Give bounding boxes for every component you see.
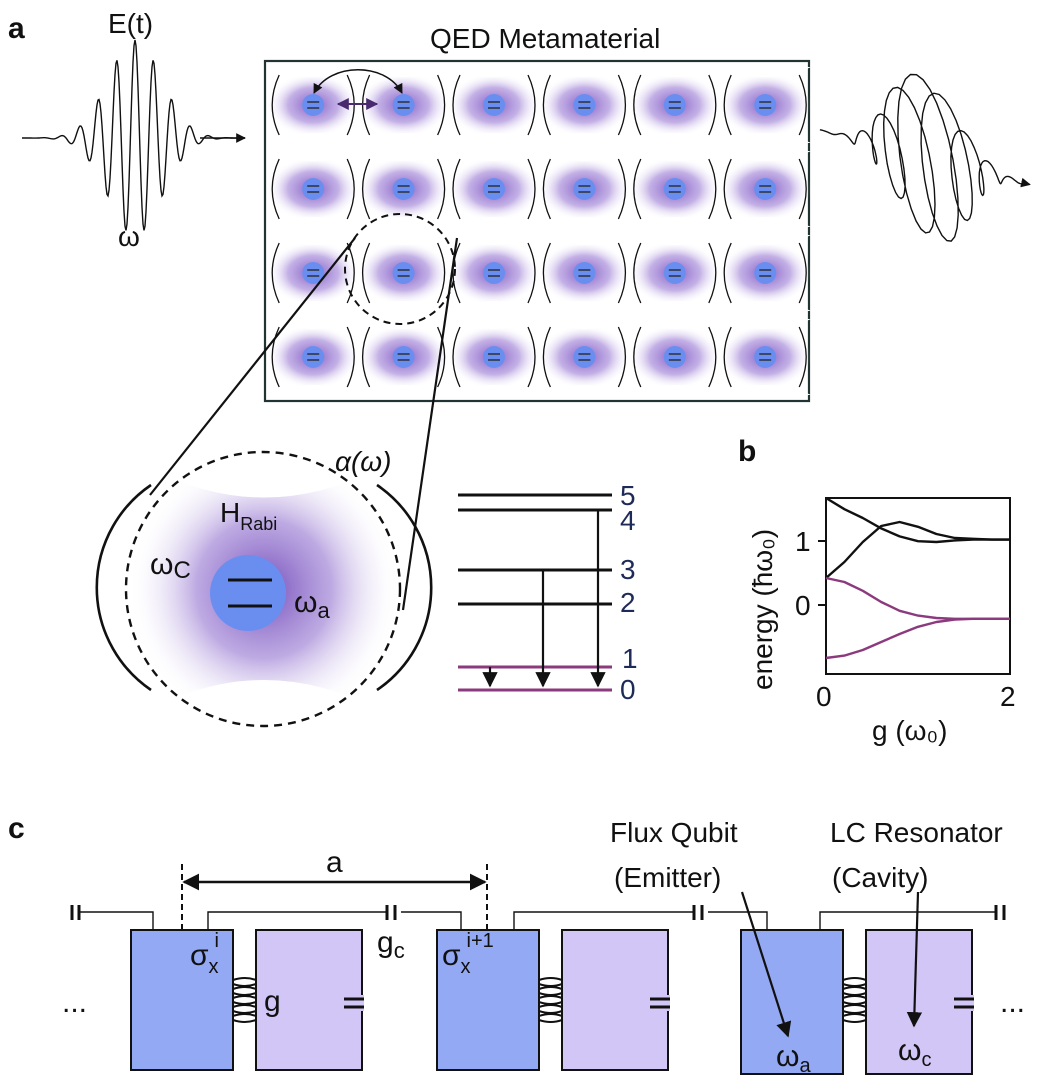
energy-level-curve bbox=[825, 496, 1010, 544]
metamaterial-cell bbox=[267, 151, 360, 227]
metamaterial-cell bbox=[448, 319, 540, 395]
energy-level-curve bbox=[825, 576, 1010, 620]
energy-level-curve bbox=[825, 520, 1010, 579]
outgoing-pulse bbox=[819, 73, 1031, 242]
x-axis-label: g (ω₀) bbox=[872, 715, 947, 746]
lc-resonator-pointer bbox=[906, 891, 923, 1028]
sigma-ip1-label: σxi+1 bbox=[442, 930, 494, 978]
metamaterial-cell bbox=[538, 67, 631, 143]
cavity-frequency-label: ωC bbox=[150, 548, 191, 584]
hamiltonian-label: HRabi bbox=[220, 497, 277, 534]
metamaterial-cell bbox=[628, 319, 721, 395]
grid-title: QED Metamaterial bbox=[430, 23, 660, 54]
x-tick-label-2: 2 bbox=[1000, 681, 1016, 712]
level-label-3: 3 bbox=[620, 554, 636, 585]
top-wiring bbox=[78, 911, 996, 930]
lc-resonator-label-line2: (Cavity) bbox=[832, 862, 928, 893]
metamaterial-cell bbox=[628, 151, 721, 227]
zoom-line-left bbox=[149, 237, 356, 496]
level-label-2: 2 bbox=[620, 587, 636, 618]
level-label-1: 1 bbox=[622, 643, 638, 674]
inductive-coupling-coil bbox=[842, 977, 867, 1023]
magnified-cell-boundary bbox=[124, 450, 402, 728]
metamaterial-cell bbox=[719, 319, 812, 395]
zoom-line-right bbox=[401, 237, 459, 611]
polarizability-label: α(ω) bbox=[335, 446, 391, 477]
panel-a-letter: a bbox=[8, 12, 25, 45]
metamaterial-cell bbox=[448, 151, 540, 227]
metamaterial-cell bbox=[719, 151, 812, 227]
inductive-coupling-coil bbox=[232, 977, 257, 1023]
metamaterial-cell bbox=[267, 319, 360, 395]
metamaterial-cell bbox=[719, 235, 812, 311]
metamaterial-cell bbox=[538, 151, 631, 227]
level-label-5: 5 bbox=[620, 480, 636, 511]
atom-frequency-label: ωa bbox=[294, 586, 330, 623]
metamaterial-cells bbox=[267, 67, 812, 395]
flux-qubit-label-line1: Flux Qubit bbox=[610, 817, 738, 848]
coupling-gc-label: gc bbox=[377, 926, 405, 963]
sigma-i-label: σxi bbox=[190, 930, 219, 978]
coupling-capacitors bbox=[70, 905, 1006, 920]
y-axis-label: energy (ħω₀) bbox=[747, 529, 778, 690]
energy-spectrum-chart: 1 0 0 2 g (ω₀) energy (ħω₀) bbox=[747, 496, 1016, 746]
inductive-coupling-coil bbox=[538, 977, 563, 1023]
incoming-pulse bbox=[22, 39, 245, 231]
energy-level-diagram: 5 4 3 2 1 0 bbox=[458, 480, 638, 705]
omega-a-label: ωa bbox=[776, 1040, 811, 1077]
metamaterial-cell bbox=[628, 235, 721, 311]
flux-qubit-pointer bbox=[740, 891, 792, 1038]
lc-resonator-label-line1: LC Resonator bbox=[830, 817, 1003, 848]
lattice-constant-label: a bbox=[326, 846, 343, 879]
metamaterial-cell bbox=[357, 319, 450, 395]
x-tick-label-0: 0 bbox=[816, 681, 832, 712]
photon-hopping-arrow bbox=[313, 69, 403, 94]
metamaterial-cell bbox=[357, 235, 450, 311]
metamaterial-cell bbox=[267, 235, 360, 311]
metamaterial-cell bbox=[628, 67, 721, 143]
metamaterial-cell bbox=[719, 67, 812, 143]
circuit-unit-cells bbox=[130, 929, 974, 1075]
flux-qubit-label-line2: (Emitter) bbox=[614, 862, 721, 893]
frequency-label: ω bbox=[118, 221, 140, 252]
metamaterial-cell bbox=[357, 151, 450, 227]
level-label-4: 4 bbox=[620, 505, 636, 536]
metamaterial-cell bbox=[538, 235, 631, 311]
zoom-selection-circle bbox=[344, 213, 456, 325]
plot-frame bbox=[825, 497, 1011, 675]
magnified-cell bbox=[95, 450, 433, 728]
circuit-unit-cell bbox=[436, 929, 670, 1071]
metamaterial-grid-frame bbox=[263, 59, 811, 403]
y-tick-label-0: 0 bbox=[795, 590, 811, 621]
omega-c-label: ωc bbox=[898, 1034, 931, 1071]
flux-qubit-box bbox=[130, 929, 234, 1071]
field-label: E(t) bbox=[108, 8, 153, 39]
metamaterial-cell bbox=[538, 319, 631, 395]
flux-qubit-box bbox=[436, 929, 540, 1071]
coupling-g-label: g bbox=[264, 985, 281, 1018]
energy-level-curve bbox=[825, 617, 1010, 660]
panel-b-letter: b bbox=[738, 435, 756, 468]
metamaterial-cell bbox=[448, 67, 540, 143]
right-mirror bbox=[376, 483, 433, 692]
left-mirror bbox=[95, 483, 152, 692]
circuit-unit-cell bbox=[740, 929, 974, 1075]
ellipsis-right: ... bbox=[1000, 986, 1025, 1019]
ellipsis-left: ... bbox=[62, 986, 87, 1019]
y-tick-label-1: 1 bbox=[795, 526, 811, 557]
panel-c-letter: c bbox=[8, 812, 25, 845]
level-label-0: 0 bbox=[620, 674, 636, 705]
metamaterial-cell bbox=[448, 235, 540, 311]
atom-core bbox=[210, 555, 286, 631]
circuit-unit-cell bbox=[130, 929, 364, 1071]
